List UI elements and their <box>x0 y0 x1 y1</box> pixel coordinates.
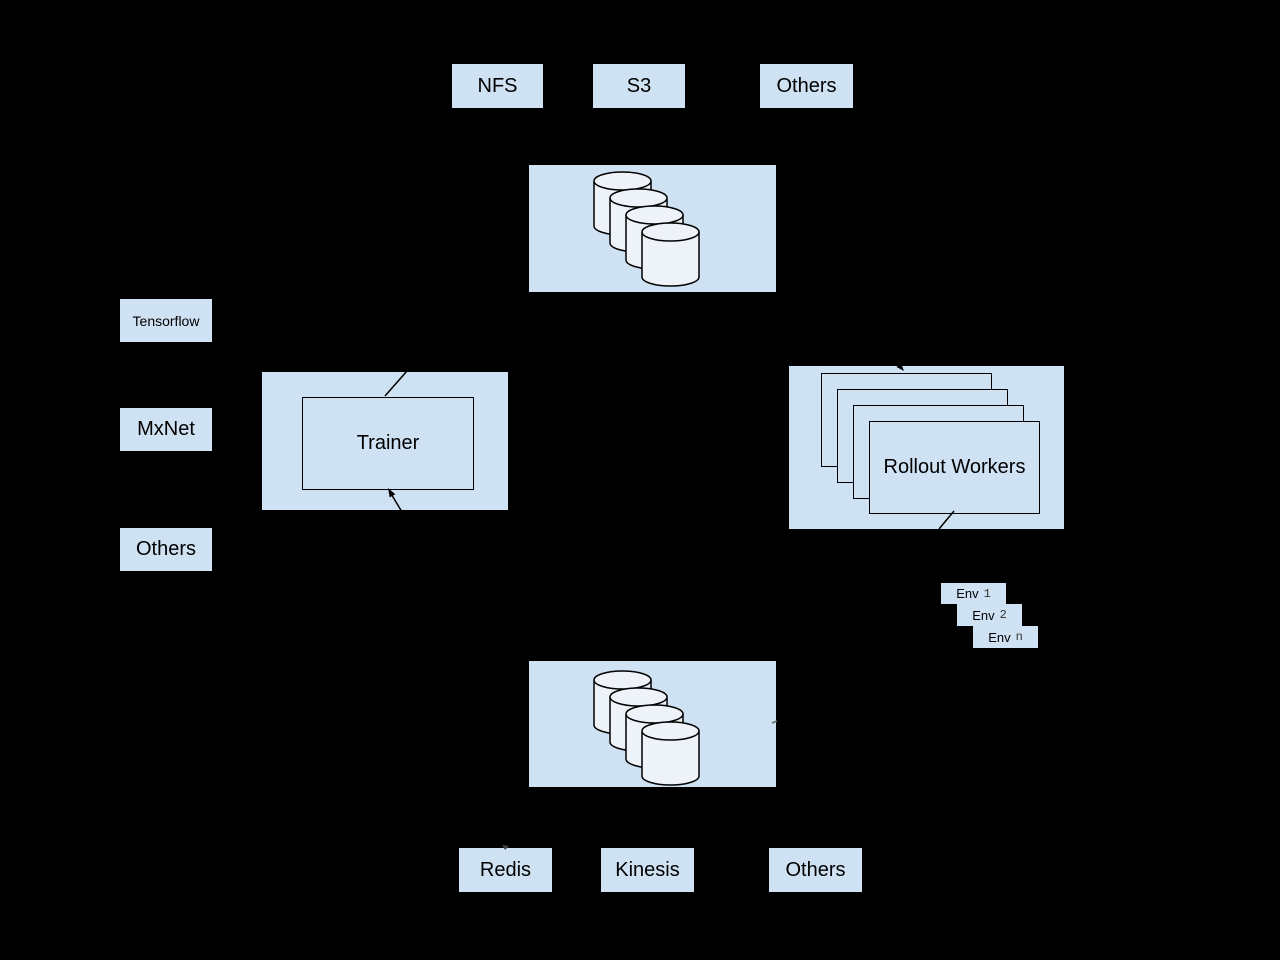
node-others-top: Others <box>760 64 853 108</box>
env-label: Env <box>956 586 979 601</box>
node-redis: Redis <box>459 848 552 892</box>
node-env-1: Env 1 <box>941 583 1006 604</box>
trainer-label: Trainer <box>356 432 420 454</box>
trainer-panel: Trainer <box>262 372 508 510</box>
database-cylinders-icon <box>593 670 700 786</box>
database-cylinders-icon <box>593 171 700 287</box>
node-others-left: Others <box>120 528 212 571</box>
node-nfs: NFS <box>452 64 543 108</box>
node-s3: S3 <box>593 64 685 108</box>
memory-backend-panel <box>529 661 776 787</box>
env-number: 2 <box>999 608 1007 622</box>
env-label: Env <box>972 607 995 623</box>
data-store-panel <box>529 165 776 292</box>
node-tensorflow: Tensorflow <box>120 299 212 342</box>
rollout-workers-panel: Rollout Workers <box>789 366 1064 529</box>
node-kinesis: Kinesis <box>601 848 694 892</box>
node-env-2: Env 2 <box>957 604 1022 626</box>
node-mxnet: MxNet <box>120 408 212 451</box>
rollout-workers-label: Rollout Workers <box>883 456 1026 478</box>
env-number: 1 <box>983 586 991 601</box>
env-label: Env <box>988 629 1011 645</box>
rollout-worker-card-front: Rollout Workers <box>869 421 1040 514</box>
env-number: n <box>1015 630 1023 644</box>
trainer-box: Trainer <box>302 397 474 490</box>
node-env-n: Env n <box>973 626 1038 648</box>
node-others-bottom: Others <box>769 848 862 892</box>
